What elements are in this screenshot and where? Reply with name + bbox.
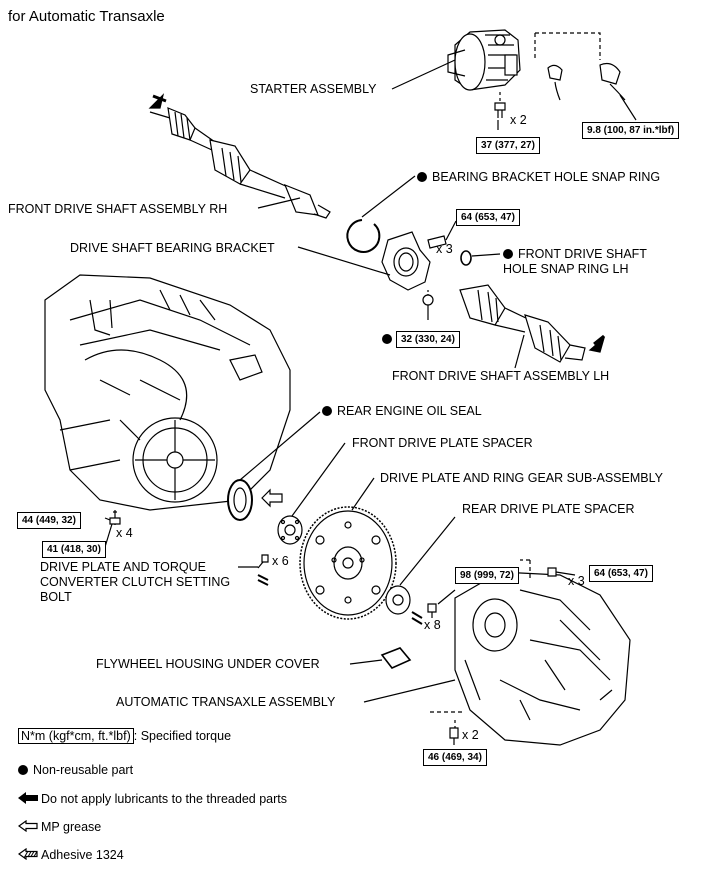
bearing-bracket-drawing <box>381 231 431 291</box>
quantity-transaxle-upper: x 3 <box>568 574 585 588</box>
page-title: for Automatic Transaxle <box>8 8 165 25</box>
quantity-drive-plate: x 8 <box>424 618 441 632</box>
non-reusable-dot-icon <box>18 765 28 775</box>
front-drive-shaft-lh-drawing <box>459 284 586 363</box>
torque-box-starter-terminal: 9.8 (100, 87 in.*lbf) <box>582 122 680 139</box>
hatched-arrow-icon <box>17 847 38 861</box>
label-automatic-transaxle-assembly: AUTOMATIC TRANSAXLE ASSEMBLY <box>116 695 336 709</box>
label-starter-assembly: STARTER ASSEMBLY <box>250 82 377 96</box>
torque-box-transaxle-upper: 64 (653, 47) <box>589 565 653 582</box>
label-flywheel-housing-under-cover: FLYWHEEL HOUSING UNDER COVER <box>96 657 320 671</box>
engine-drawing <box>44 274 291 511</box>
legend-adhesive: Adhesive 1324 <box>17 847 124 863</box>
label-front-drive-shaft-lh: FRONT DRIVE SHAFT ASSEMBLY LH <box>392 369 610 383</box>
legend-no-lube: Do not apply lubricants to the threaded … <box>18 792 287 807</box>
legend-mp-grease: MP grease <box>17 819 101 835</box>
label-front-drive-plate-spacer: FRONT DRIVE PLATE SPACER <box>352 436 533 450</box>
legend-torque: N*m (kgf*cm, ft.*lbf): Specified torque <box>18 728 231 744</box>
label-drive-shaft-bearing-bracket: DRIVE SHAFT BEARING BRACKET <box>70 241 275 255</box>
label-bearing-bracket-snap-ring: BEARING BRACKET HOLE SNAP RING <box>417 170 660 185</box>
quantity-bracket: x 3 <box>436 242 453 256</box>
outline-arrow-icon <box>17 819 38 833</box>
quantity-engine: x 4 <box>116 526 133 540</box>
torque-box-engine-bolt-a: 44 (449, 32) <box>17 512 81 529</box>
transaxle-drawing <box>454 571 631 746</box>
label-drive-plate-ring-gear: DRIVE PLATE AND RING GEAR SUB-ASSEMBLY <box>380 471 663 485</box>
label-front-drive-shaft-hole-snap-ring-lh: FRONT DRIVE SHAFT HOLE SNAP RING LH <box>503 247 647 276</box>
drive-plate-drawing <box>299 506 397 620</box>
quantity-starter: x 2 <box>510 113 527 127</box>
solid-arrow-icon <box>18 792 38 804</box>
label-front-drive-shaft-rh: FRONT DRIVE SHAFT ASSEMBLY RH <box>8 202 228 216</box>
torque-box-drive-plate-bolt: 98 (999, 72) <box>455 567 519 584</box>
quantity-setting-bolt: x 6 <box>272 554 289 568</box>
torque-box-starter-bolt: 37 (377, 27) <box>476 137 540 154</box>
torque-unit-box: N*m (kgf*cm, ft.*lbf) <box>18 728 134 744</box>
label-rear-engine-oil-seal: REAR ENGINE OIL SEAL <box>322 404 482 419</box>
non-reusable-dot-icon <box>322 406 332 416</box>
torque-box-engine-bolt-b: 41 (418, 30) <box>42 541 106 558</box>
front-drive-shaft-rh-drawing <box>149 107 331 219</box>
quantity-transaxle-lower: x 2 <box>462 728 479 742</box>
torque-box-transaxle-lower: 46 (469, 34) <box>423 749 487 766</box>
label-setting-bolt: DRIVE PLATE AND TORQUE CONVERTER CLUTCH … <box>40 560 231 604</box>
non-reusable-dot-icon <box>417 172 427 182</box>
non-reusable-dot-icon <box>382 332 397 347</box>
starter-assembly-drawing <box>447 29 521 91</box>
non-reusable-dot-icon <box>503 249 513 259</box>
legend-non-reusable: Non-reusable part <box>18 763 133 778</box>
label-rear-drive-plate-spacer: REAR DRIVE PLATE SPACER <box>462 502 635 516</box>
torque-box-bracket-nut: 32 (330, 24) <box>396 331 460 348</box>
torque-box-bracket-bolt: 64 (653, 47) <box>456 209 520 226</box>
